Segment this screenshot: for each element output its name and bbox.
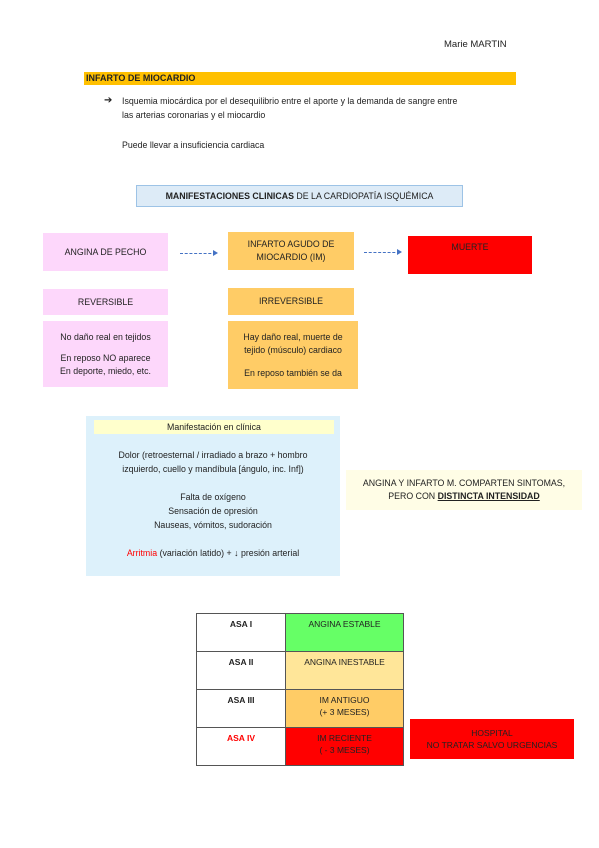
arrhythmia-line: Arritmia (variación latido) + ↓ presión …: [86, 546, 340, 560]
asa-level: ASA IV: [196, 727, 286, 766]
angina-detail-3: En deporte, miedo, etc.: [60, 365, 151, 376]
irreversible-box: IRREVERSIBLE: [228, 288, 354, 315]
definition-line-2: las arterias coronarias y el miocardio: [122, 110, 266, 120]
angina-details: No daño real en tejidos En reposo NO apa…: [43, 321, 168, 387]
reversible-label: REVERSIBLE: [77, 296, 134, 307]
infarto-title-line-1: INFARTO AGUDO DE: [247, 239, 335, 249]
asa-level: ASA III: [196, 689, 286, 728]
infarto-title-line-2: MIOCARDIO (IM): [256, 252, 326, 262]
asa-condition-line-2: ( - 3 MESES): [319, 745, 370, 755]
muerte-label: MUERTE: [451, 242, 489, 252]
consequence-text: Puede llevar a insuficiencia cardiaca: [122, 140, 265, 150]
manifestations-title: MANIFESTACIONES CLINICAS DE LA CARDIOPAT…: [136, 185, 463, 207]
asa-row: ASA I ANGINA ESTABLE: [196, 613, 404, 652]
author-name: Marie MARTIN: [444, 39, 507, 50]
clinical-header-label: Manifestación en clínica: [167, 421, 261, 432]
arrow-infarto-to-muerte: [364, 249, 402, 255]
asa-condition: IM ANTIGUO (+ 3 MESES): [285, 689, 404, 728]
asa-level: ASA II: [196, 651, 286, 690]
arrow-right-icon: ➔: [104, 95, 113, 106]
asa-condition-line-2: (+ 3 MESES): [319, 707, 370, 717]
clinical-content: Dolor (retroesternal / irradiado a brazo…: [86, 448, 340, 560]
manifestations-title-rest: DE LA CARDIOPATÍA ISQUÉMICA: [293, 190, 434, 201]
asa-condition: IM RECIENTE ( - 3 MESES): [285, 727, 404, 766]
shared-emphasis: DISTINCTA INTENSIDAD: [437, 491, 540, 501]
arrhythmia-detail: (variación latido) + ↓ presión arterial: [157, 548, 300, 558]
shared-line-2: PERO CON DISTINCTA INTENSIDAD: [388, 490, 540, 503]
definition: Isquemia miocárdica por el desequilibrio…: [122, 94, 457, 122]
infarto-detail-1: Hay daño real, muerte de: [243, 331, 343, 342]
shared-line-2-prefix: PERO CON: [388, 491, 438, 501]
angina-detail-2: En reposo NO aparece: [60, 352, 151, 363]
reversible-box: REVERSIBLE: [43, 289, 168, 315]
muerte-box: MUERTE: [408, 236, 532, 274]
asa-level: ASA I: [196, 613, 286, 652]
clinical-header: Manifestación en clínica: [94, 420, 334, 434]
arrhythmia-label: Arritmia: [126, 548, 158, 558]
arrow-angina-to-infarto: [180, 250, 218, 256]
asa-row: ASA II ANGINA INESTABLE: [196, 651, 404, 690]
symptom-2: Sensación de opresión: [168, 506, 258, 516]
symptom-3: Nauseas, vómitos, sudoración: [154, 520, 272, 530]
asa-row: ASA III IM ANTIGUO (+ 3 MESES): [196, 689, 404, 728]
clinical-box: [86, 416, 340, 576]
angina-detail-1: No daño real en tejidos: [60, 331, 151, 342]
infarto-detail-2: tejido (músculo) cardiaco: [244, 344, 342, 355]
hospital-line-1: HOSPITAL: [471, 728, 513, 738]
angina-box: ANGINA DE PECHO: [43, 233, 168, 271]
asa-table: ASA I ANGINA ESTABLE ASA II ANGINA INESTABL…: [196, 613, 404, 766]
asa-condition: ANGINA ESTABLE: [285, 613, 404, 652]
infarto-details: Hay daño real, muerte de tejido (músculo…: [228, 321, 358, 389]
shared-line-1: ANGINA Y INFARTO M. COMPARTEN SINTOMAS,: [362, 478, 566, 488]
infarto-detail-3: En reposo también se da: [244, 367, 342, 378]
asa-condition-line-1: ANGINA INESTABLE: [304, 657, 385, 667]
angina-title: ANGINA DE PECHO: [64, 246, 147, 257]
pain-line-2: izquierdo, cuello y mandíbula [ángulo, i…: [122, 464, 304, 474]
symptom-1: Falta de oxígeno: [180, 492, 246, 502]
irreversible-label: IRREVERSIBLE: [258, 296, 324, 306]
asa-condition: ANGINA INESTABLE: [285, 651, 404, 690]
definition-line-1: Isquemia miocárdica por el desequilibrio…: [122, 96, 458, 106]
infarto-box: INFARTO AGUDO DE MIOCARDIO (IM): [228, 232, 354, 270]
asa-condition-line-1: ANGINA ESTABLE: [308, 619, 381, 629]
pain-line-1: Dolor (retroesternal / irradiado a brazo…: [118, 450, 308, 460]
shared-symptoms-note: ANGINA Y INFARTO M. COMPARTEN SINTOMAS, …: [346, 470, 582, 510]
section-title: INFARTO DE MIOCARDIO: [84, 72, 516, 85]
hospital-line-2: NO TRATAR SALVO URGENCIAS: [426, 740, 558, 750]
asa-condition-line-1: IM RECIENTE: [317, 733, 372, 743]
asa-condition-line-1: IM ANTIGUO: [319, 695, 370, 705]
asa-row: ASA IV IM RECIENTE ( - 3 MESES): [196, 727, 404, 766]
manifestations-title-bold: MANIFESTACIONES CLINICAS: [165, 190, 294, 201]
hospital-box: HOSPITAL NO TRATAR SALVO URGENCIAS: [410, 719, 574, 759]
